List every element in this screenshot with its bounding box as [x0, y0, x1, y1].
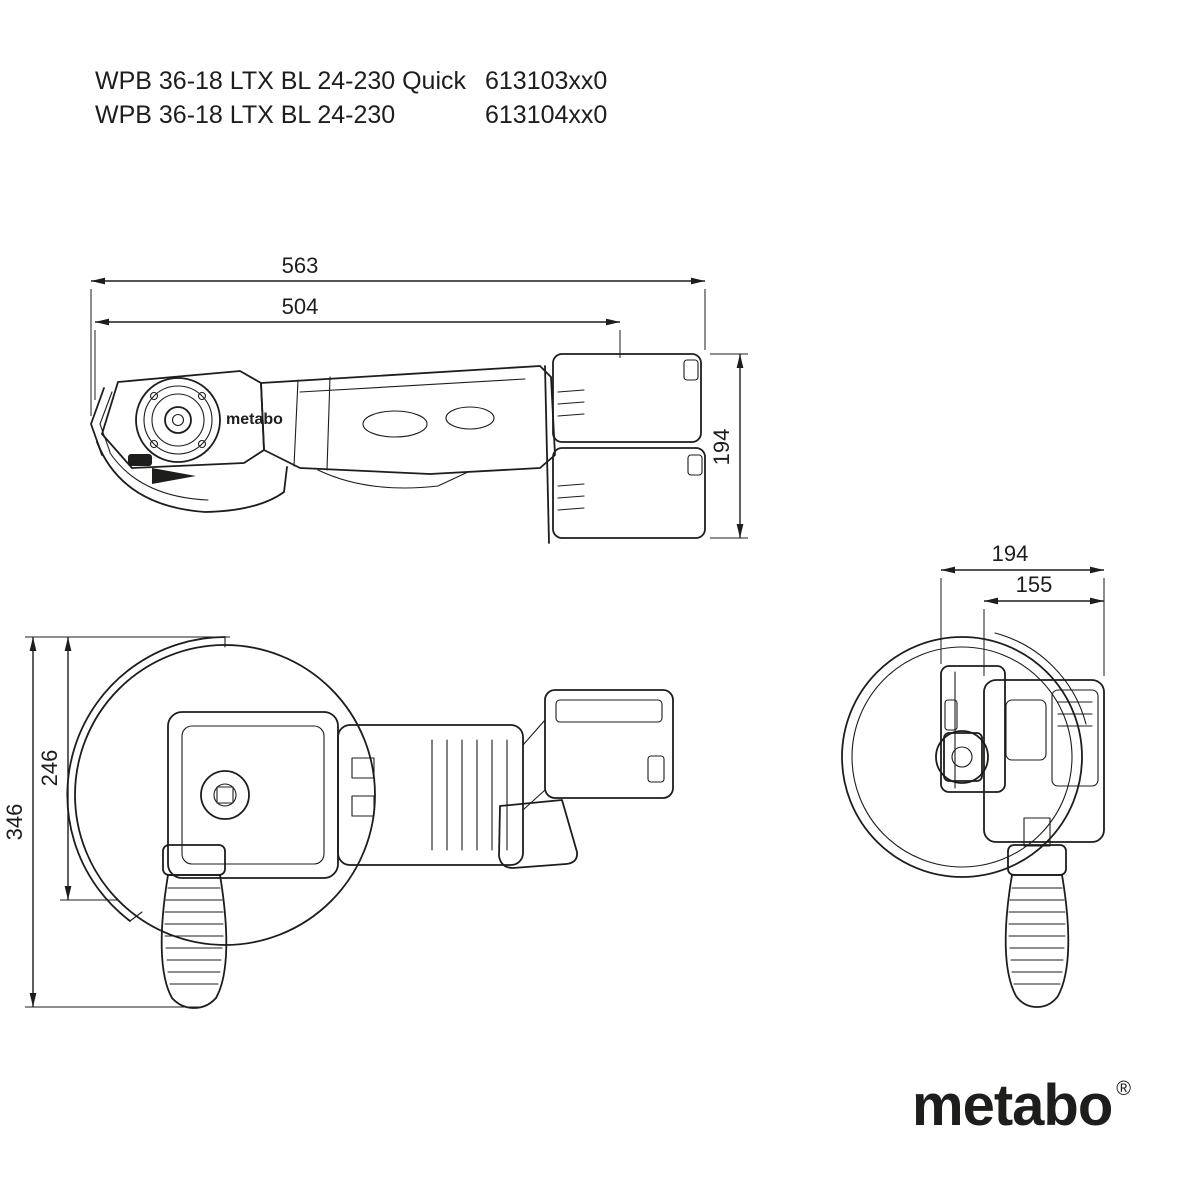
gear-head [101, 370, 265, 469]
dimension-front-body-width: 155 [983, 572, 1104, 676]
cutting-disc-edge [90, 387, 113, 456]
dimension-height: 194 [709, 353, 748, 539]
top-view: 346 246 [2, 636, 674, 1009]
side-handle-front [1004, 817, 1070, 1008]
angle-grinder-front-view [841, 632, 1105, 1008]
product-row: WPB 36-18 LTX BL 24-230 613104xx0 [95, 98, 607, 132]
dimension-body-length: 504 [94, 294, 621, 400]
battery-pack-side [544, 353, 706, 544]
side-handle-top [160, 844, 228, 1009]
dimension-label-height: 194 [709, 429, 734, 466]
side-view: 563 504 194 [90, 253, 748, 544]
product-row: WPB 36-18 LTX BL 24-230 Quick 613103xx0 [95, 64, 607, 98]
body-front [983, 679, 1105, 843]
product-model: WPB 36-18 LTX BL 24-230 Quick [95, 67, 467, 95]
metabo-logo-text: metabo [912, 1073, 1113, 1138]
dimension-label-overall-length: 563 [282, 253, 319, 278]
motor-housing: metabo [226, 365, 556, 489]
dimension-label-front-body-width: 155 [1016, 572, 1053, 597]
cutting-disc-top [66, 636, 376, 946]
dimension-label-overall-width: 346 [2, 804, 27, 841]
registered-trademark-icon: ® [1116, 1078, 1132, 1100]
housing-brand-label: metabo [226, 411, 283, 428]
wheel-guard [96, 441, 288, 513]
dimension-front-overall-width: 194 [940, 541, 1105, 676]
dimension-body-width: 246 [37, 637, 118, 901]
dimension-overall-width: 346 [2, 636, 230, 1008]
dimension-label-body-length: 504 [282, 294, 319, 319]
motor-housing-top [337, 724, 578, 869]
battery-pack-top [522, 689, 674, 811]
dimension-label-body-width: 246 [37, 750, 62, 787]
product-order-number: 613103xx0 [485, 67, 608, 95]
cutting-disc-front [841, 632, 1087, 878]
angle-grinder-top-view [66, 636, 674, 1009]
battery-pack-front [940, 665, 1006, 793]
dimension-label-front-overall-width: 194 [992, 541, 1029, 566]
product-model: WPB 36-18 LTX BL 24-230 [95, 101, 396, 129]
angle-grinder-side-view: metabo [90, 353, 706, 544]
metabo-logo: metabo ® [912, 1076, 1131, 1136]
product-order-number: 613104xx0 [485, 101, 608, 129]
gear-head-top [167, 711, 339, 879]
dimension-overall-length: 563 [90, 253, 706, 416]
front-view: 194 155 [841, 541, 1105, 1008]
product-header: WPB 36-18 LTX BL 24-230 Quick 613103xx0 … [95, 64, 607, 132]
